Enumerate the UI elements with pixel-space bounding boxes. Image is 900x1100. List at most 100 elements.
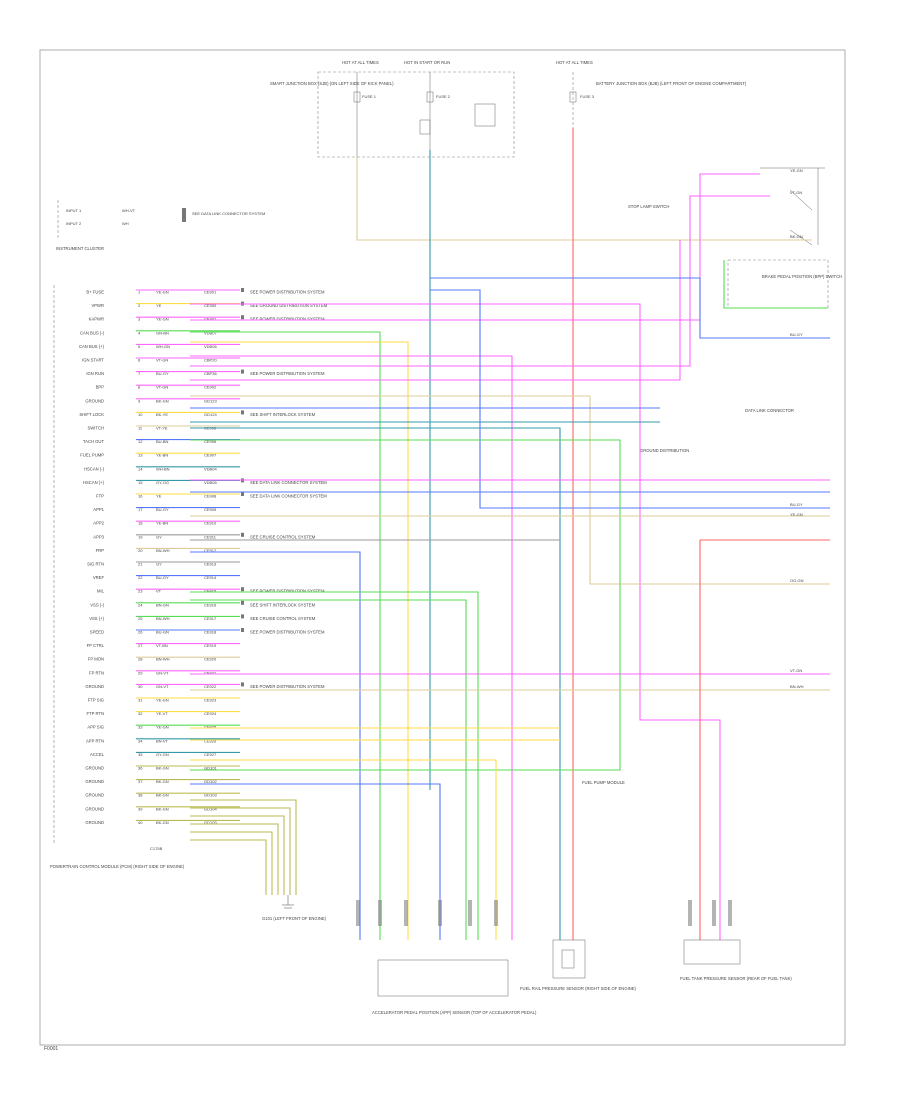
pcm-circuit-id: CBP20 [204, 358, 217, 363]
pcm-pin-name: APP SIG [87, 725, 104, 730]
wire [190, 599, 467, 940]
pcm-pin-number: 8 [138, 385, 141, 390]
pcm-dest-arrow [241, 682, 244, 687]
pcm-pin-name: FUEL PUMP [80, 453, 104, 458]
pcm-circuit-id: CE917 [204, 616, 217, 621]
ground-dist-label: GROUND DISTRIBUTION [640, 448, 689, 453]
bpp-switch: BRAKE PEDAL POSITION (BPP) SWITCH [727, 259, 842, 309]
pcm-wire-color: YE-GN [156, 698, 169, 703]
pcm-wire-color: WH-GN [156, 344, 170, 349]
right-wire-label: BU-GY [790, 502, 803, 507]
pcm-pin-dest: SEE POWER DISTRIBUTION SYSTEM [250, 589, 325, 594]
pcm-pin-number: 12 [138, 439, 143, 444]
pcm-circuit-id: CE927 [204, 752, 217, 757]
pcm-circuit-id: GD103 [204, 793, 217, 798]
pcm-wire-color: VT [156, 589, 162, 594]
wire [190, 173, 760, 321]
pcm-wire-color: GY [156, 534, 162, 539]
pcm-wire-color: YE-BN [156, 521, 168, 526]
hot-label-1: HOT AT ALL TIMES [342, 60, 379, 65]
pcm-pin-name: CAN BUS (-) [80, 330, 105, 335]
pcm-circuit-id: GD104 [204, 806, 217, 811]
pcm-pin-dest: SEE POWER DISTRIBUTION SYSTEM [250, 630, 325, 635]
pcm-pin-number: 33 [138, 725, 143, 730]
pcm-pin-number: 39 [138, 806, 143, 811]
pcm-pin-name: KAPWR [89, 317, 104, 322]
pcm-pin-name: SWITCH [87, 426, 104, 431]
pcm-wire-color: BK-GN [156, 398, 169, 403]
pcm-dest-arrow [241, 628, 244, 632]
wire [190, 591, 479, 940]
smart-junction-box: HOT AT ALL TIMES HOT IN START OR RUN SMA… [270, 60, 515, 158]
relay-icon [474, 103, 496, 127]
pcm-wire-color: YE [156, 303, 162, 308]
frp-sensor-label: FUEL RAIL PRESSURE SENSOR (RIGHT SIDE OF… [520, 986, 637, 991]
wire [190, 240, 681, 381]
ic-title: INSTRUMENT CLUSTER [56, 246, 104, 251]
pcm-pin-name: FRP [96, 548, 105, 553]
pcm-pin-number: 16 [138, 494, 143, 499]
pcm-wire-color: BK-GN [156, 779, 169, 784]
pcm-wire-color: BN-GN [156, 602, 169, 607]
wire [190, 303, 721, 940]
pcm-pin-name: GROUND [85, 766, 104, 771]
wire [190, 783, 441, 940]
pcm-pin-number: 25 [138, 616, 143, 621]
wire [430, 277, 830, 339]
pcm-pin-dest: SEE SHIFT INTERLOCK SYSTEM [250, 412, 316, 417]
pcm-circuit-id: VDB06 [204, 344, 217, 349]
pcm-pin-name: BPP [96, 385, 105, 390]
pcm-wire-color: BK-GN [156, 766, 169, 771]
connector-pin [468, 900, 472, 926]
pcm-pin-name: APP1 [93, 507, 104, 512]
pcm-pin-name: FP CTRL [87, 643, 105, 648]
connector-pin [712, 900, 716, 926]
pcm-circuit-id: CE901 [204, 290, 217, 295]
pcm-connector-label: C175B [150, 846, 163, 851]
pcm-circuit-id: GD105 [204, 820, 217, 825]
ftp-sensor-label: FUEL TANK PRESSURE SENSOR (REAR OF FUEL … [680, 976, 792, 981]
pcm-dest-arrow [241, 492, 244, 496]
pcm-pin-name: ACCEL [90, 752, 105, 757]
pcm-wire-color: YE-BN [156, 453, 168, 458]
ic-dest: SEE DATA LINK CONNECTOR SYSTEM [192, 211, 265, 216]
pcm-wire-color: VT-BN [156, 643, 168, 648]
pcm-pin-number: 2 [138, 303, 141, 308]
pcm-pin-name: HSCAN (+) [83, 480, 105, 485]
pcm-pin-number: 26 [138, 630, 143, 635]
pcm-wire-color: YE-VT [156, 711, 168, 716]
pcm-circuit-id: VDB07 [204, 330, 217, 335]
pcm-pin-name: HSCAN (-) [84, 466, 105, 471]
pcm-circuit-id: CE914 [204, 575, 217, 580]
pcm-circuit-id: CE911 [204, 534, 217, 539]
pcm-pin-name: FTP SIG [88, 698, 104, 703]
pcm-dest-arrow [241, 532, 244, 537]
pcm-pin-number: 21 [138, 562, 143, 567]
pcm-pin-name: APP3 [93, 534, 104, 539]
pcm-circuit-id: VDB04 [204, 466, 217, 471]
wire [190, 815, 285, 895]
pcm-wire-color: GN-VT [156, 670, 169, 675]
pcm-pin-number: 13 [138, 453, 143, 458]
frp-sensor-icon [561, 949, 575, 969]
pcm-dest-arrow [241, 587, 244, 592]
pcm-pin-number: 9 [138, 398, 141, 403]
pcm-pin-dest: SEE CRUISE CONTROL SYSTEM [250, 534, 316, 539]
pcm-pin-number: 7 [138, 371, 141, 376]
pcm-wire-color: BU-GY [156, 575, 169, 580]
hot-label-3: HOT AT ALL TIMES [556, 60, 593, 65]
pcm-pin-name: MIL [97, 589, 105, 594]
pcm-pin-number: 29 [138, 670, 143, 675]
pcm-pin-dest: SEE SHIFT INTERLOCK SYSTEM [250, 602, 316, 607]
pcm-pin-number: 36 [138, 766, 143, 771]
